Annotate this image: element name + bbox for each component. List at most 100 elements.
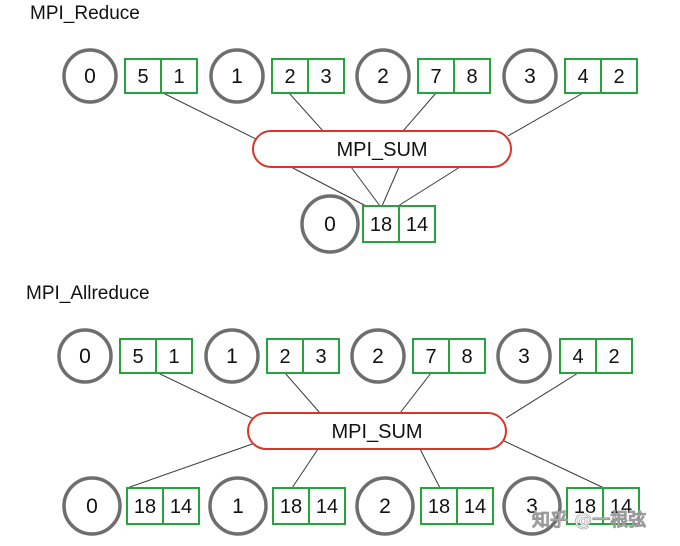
buffer-value: 8	[461, 346, 472, 368]
buffer-value: 1	[168, 346, 179, 368]
rank-circle	[209, 48, 265, 104]
connector-line	[402, 92, 437, 132]
rank-label: 1	[226, 345, 238, 368]
allreduce-output-node: 3 18 14	[502, 476, 640, 536]
rank-label: 2	[379, 495, 391, 518]
buffer-value: 18	[370, 214, 392, 236]
allreduce-output-node: 2 18 14	[355, 476, 494, 536]
buffer-cell	[266, 338, 304, 374]
rank-circle	[208, 476, 268, 536]
allreduce-output-node: 0 18 14	[62, 476, 200, 536]
rank-label: 0	[84, 65, 96, 88]
buffer-cell	[308, 487, 346, 525]
buffer-value: 1	[173, 66, 184, 88]
buffer-value: 18	[428, 496, 450, 518]
rank-circle	[62, 48, 118, 104]
buffer-value: 14	[406, 214, 428, 236]
buffer-value: 7	[425, 346, 436, 368]
allreduce-title: MPI_Allreduce	[26, 283, 150, 304]
buffer-cell	[602, 487, 640, 525]
buffer-cell	[420, 487, 458, 525]
buffer-value: 2	[608, 346, 619, 368]
buffer-cell	[362, 205, 400, 243]
buffer-cell	[160, 58, 198, 94]
buffer-value: 18	[280, 496, 302, 518]
connector-line	[291, 448, 319, 489]
connector-line	[157, 372, 259, 422]
buffer-cell	[456, 487, 494, 525]
op-node	[247, 412, 507, 450]
connector-line	[507, 92, 584, 137]
rank-label: 0	[324, 213, 336, 236]
op-label: MPI_SUM	[331, 421, 422, 443]
reduce-input-node: 1 2 3	[209, 48, 345, 104]
rank-circle	[350, 328, 406, 384]
reduce-input-node: 3 4 2	[502, 48, 638, 104]
buffer-value: 8	[466, 66, 477, 88]
rank-label: 1	[231, 65, 243, 88]
rank-label: 2	[372, 345, 384, 368]
op-label: MPI_SUM	[336, 139, 427, 161]
allreduce-input-node: 2 7 8	[350, 328, 486, 384]
connector-line	[419, 448, 441, 489]
op-node	[252, 130, 512, 168]
buffer-cell	[155, 338, 193, 374]
buffer-value: 5	[132, 346, 143, 368]
buffer-value: 18	[574, 496, 596, 518]
buffer-value: 3	[315, 346, 326, 368]
rank-label: 3	[526, 495, 538, 518]
buffer-value: 7	[430, 66, 441, 88]
connector-line	[397, 166, 461, 207]
rank-label: 3	[524, 65, 536, 88]
connector-lines	[126, 92, 605, 489]
rank-label: 0	[86, 495, 98, 518]
rank-label: 2	[377, 65, 389, 88]
buffer-value: 14	[464, 496, 486, 518]
connector-line	[350, 166, 381, 207]
connector-line	[501, 439, 605, 489]
buffer-value: 14	[316, 496, 338, 518]
reduce-title: MPI_Reduce	[30, 3, 140, 24]
rank-circle	[57, 328, 113, 384]
buffer-cell	[417, 58, 455, 94]
buffer-value: 2	[613, 66, 624, 88]
buffer-value: 3	[320, 66, 331, 88]
buffer-cell	[271, 58, 309, 94]
rank-circle	[355, 48, 411, 104]
connector-line	[290, 166, 367, 207]
buffer-cell	[412, 338, 450, 374]
operation-nodes: MPI_SUM MPI_SUM	[247, 130, 512, 450]
reduce-input-node: 2 7 8	[355, 48, 491, 104]
connector-line	[126, 441, 259, 489]
rank-circle	[502, 476, 562, 536]
rank-circle	[300, 194, 360, 254]
rank-circle	[355, 476, 415, 536]
buffer-cell	[126, 487, 164, 525]
buffer-value: 2	[284, 66, 295, 88]
watermark-text: 知乎 @一根弦	[532, 509, 646, 531]
buffer-cell	[595, 338, 633, 374]
buffer-value: 14	[610, 496, 632, 518]
connector-line	[162, 92, 259, 141]
buffer-cell	[448, 338, 486, 374]
buffer-cell	[398, 205, 436, 243]
buffer-value: 18	[134, 496, 156, 518]
connector-line	[399, 372, 432, 414]
buffer-value: 4	[577, 66, 588, 88]
rank-circle	[502, 48, 558, 104]
buffer-cell	[307, 58, 345, 94]
rank-label: 0	[79, 345, 91, 368]
reduce-output-node: 0 18 14	[300, 194, 436, 254]
rank-circle	[204, 328, 260, 384]
buffer-cell	[453, 58, 491, 94]
rank-circle	[62, 476, 122, 536]
buffer-cell	[600, 58, 638, 94]
buffer-value: 14	[170, 496, 192, 518]
connector-line	[284, 372, 321, 414]
rank-label: 3	[518, 345, 530, 368]
